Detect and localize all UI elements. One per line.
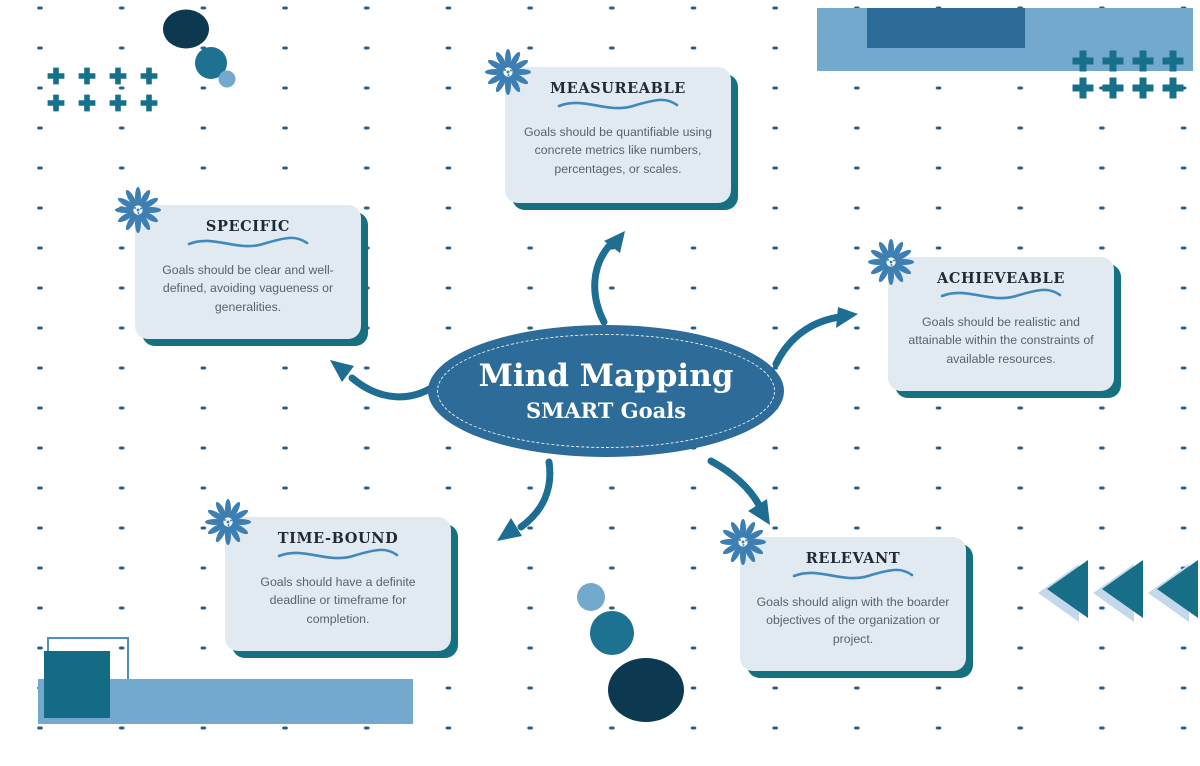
node-body: Goals should be clear and well-defined, … xyxy=(162,263,334,314)
arrowhead-measureable xyxy=(604,231,625,253)
navy-circle xyxy=(163,9,209,49)
arrow-to-timebound xyxy=(517,458,554,531)
teal-circle xyxy=(590,611,634,655)
flower-icon xyxy=(720,519,766,565)
node-title: MEASUREABLE xyxy=(550,80,686,97)
plus-icon xyxy=(109,94,127,112)
wave-underline xyxy=(940,288,1062,300)
node-title: ACHIEVEABLE xyxy=(937,270,1065,287)
flower-icon xyxy=(115,187,161,233)
node-title: SPECIFIC xyxy=(205,218,291,235)
node-body: Goals should align with the boarder obje… xyxy=(756,595,950,646)
plus-icon xyxy=(47,67,65,85)
wave-underline xyxy=(792,568,914,580)
teal-circle xyxy=(195,47,227,79)
node-body: Goals should have a definite deadline or… xyxy=(260,575,416,626)
center-subtitle: SMART Goals xyxy=(525,397,687,423)
wave-underline xyxy=(557,98,679,110)
node-card-specific[interactable]: SPECIFIC Goals should be clear and well-… xyxy=(115,187,361,339)
light-blue-circle xyxy=(218,70,236,88)
top-left-plus-grid xyxy=(47,67,158,112)
triangle-row xyxy=(1038,560,1198,622)
node-body: Goals should be quantifiable using concr… xyxy=(523,125,712,176)
top-left-circle-cluster xyxy=(163,9,236,88)
plus-icon xyxy=(1072,77,1094,99)
plus-icon xyxy=(1132,77,1154,99)
arrow-to-relevant xyxy=(707,457,763,509)
bottom-left-teal-square xyxy=(44,651,110,718)
plus-icon xyxy=(1162,77,1184,99)
arrowhead-timebound xyxy=(497,518,522,541)
plus-icon xyxy=(78,94,96,112)
top-right-dark-rectangle xyxy=(867,8,1025,48)
plus-icon xyxy=(47,94,65,112)
light-blue-circle xyxy=(577,583,605,611)
plus-icon xyxy=(109,67,127,85)
arrowhead-relevant xyxy=(748,499,770,525)
plus-icon xyxy=(140,94,158,112)
navy-circle xyxy=(608,658,684,722)
arrow-to-measureable xyxy=(591,242,613,326)
flower-icon xyxy=(485,49,531,95)
arrow-to-specific xyxy=(348,374,437,401)
center-node[interactable]: Mind Mapping SMART Goals xyxy=(428,325,784,457)
plus-icon xyxy=(1102,77,1124,99)
flower-icon xyxy=(868,239,914,285)
node-card-timebound[interactable]: TIME-BOUND Goals should have a definite … xyxy=(205,499,451,651)
plus-icon xyxy=(78,67,96,85)
node-body: Goals should be realistic and attainable… xyxy=(908,315,1094,366)
arrowhead-achieveable xyxy=(836,307,858,328)
node-title: TIME-BOUND xyxy=(277,530,399,547)
node-title: RELEVANT xyxy=(805,550,901,567)
flower-icon xyxy=(205,499,251,545)
wave-underline xyxy=(187,236,309,248)
bottom-circle-cluster xyxy=(577,583,684,722)
node-card-achieveable[interactable]: ACHIEVEABLE Goals should be realistic an… xyxy=(868,239,1114,391)
arrow-to-achieveable xyxy=(772,313,844,368)
center-title: Mind Mapping xyxy=(478,358,734,395)
node-card-measureable[interactable]: MEASUREABLE Goals should be quantifiable… xyxy=(485,49,731,203)
wave-underline xyxy=(277,548,399,560)
arrowhead-specific xyxy=(330,360,354,382)
plus-icon xyxy=(140,67,158,85)
node-card-relevant[interactable]: RELEVANT Goals should align with the boa… xyxy=(720,519,966,671)
